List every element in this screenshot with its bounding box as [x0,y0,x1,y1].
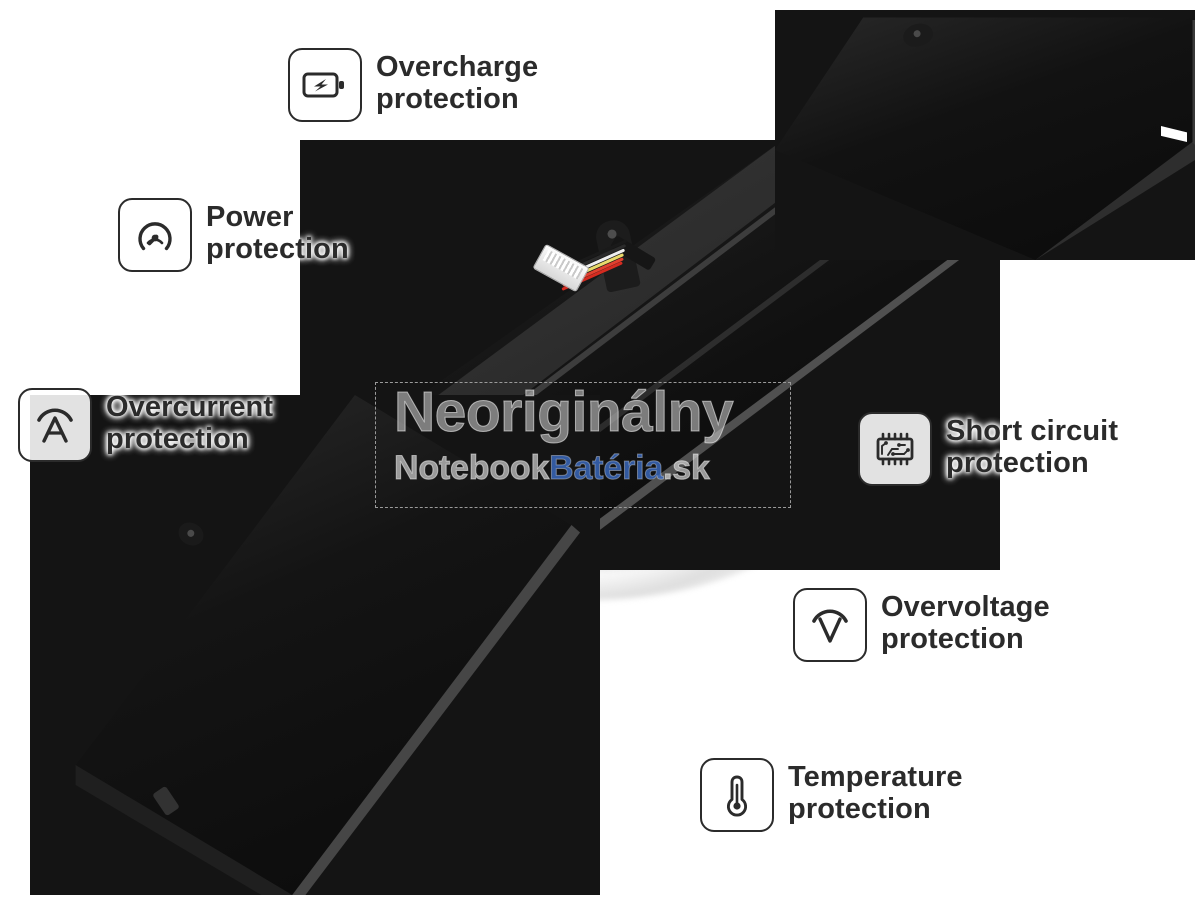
overcharge-icon-box [288,48,362,122]
power-label: Power protection [206,201,349,266]
battery-bottom-sidewall [75,765,296,895]
short-circuit-icon-box [858,412,932,486]
connector-plug [532,243,590,293]
overcharge-label: Overcharge protection [376,51,539,116]
battery-top-face [775,17,1195,260]
connector-wire-red [561,261,623,291]
battery-top-rim [1192,20,1195,145]
overvoltage-icon-box [793,588,867,662]
glow-ring-outer [330,300,850,600]
feature-short-circuit-protection: Short circuit protection [858,412,1118,486]
battery-top-screw-tab [900,20,936,50]
gauge-icon [134,214,176,256]
watermark-line-2: NotebookBatéria.sk [393,449,711,488]
power-icon-box [118,198,192,272]
feature-power-protection: Power protection [118,198,349,272]
temperature-icon-box [700,758,774,832]
battery-top-corner-notch [1161,126,1187,142]
glow-ring-inner [400,345,800,560]
feature-overcharge-protection: Overcharge protection [288,48,538,122]
battery-center-seam-1 [384,161,842,506]
battery-center-cells [300,140,1000,570]
connector-plug-pins [542,249,584,280]
feature-overvoltage-protection: Overvoltage protection [793,588,1050,662]
battery-bottom-screw-tab [174,517,208,551]
glow-hotspot [430,425,640,505]
connector-wire-red-light [562,257,624,287]
connector-bracket [593,217,641,293]
battery-bottom-rim [292,525,581,895]
watermark-line-1: Neoriginálny [393,380,734,445]
battery-center-seam-2 [454,193,915,537]
feature-temperature-protection: Temperature protection [700,758,963,832]
battery-center-sidewall [307,475,531,570]
battery-bottom-cell-pack [30,395,600,895]
battery-center-face [307,140,993,570]
overcurrent-label: Overcurrent protection [106,391,274,456]
connector-bracket-arm [609,235,657,271]
chip-icon [871,429,919,469]
watermark-site-bateria: Batéria [549,449,664,488]
volt-arc-icon [808,604,852,646]
battery-bottom-face [75,395,572,895]
ampere-arc-icon [33,404,77,446]
battery-top-cell-pack [775,10,1195,260]
battery-center-upper-strip [321,140,832,502]
connector-wire-black-outer [570,239,628,267]
short-circuit-label: Short circuit protection [946,415,1119,480]
battery-bolt-icon [302,68,348,102]
glow-ring-middle [360,330,820,580]
thermometer-icon [721,772,753,818]
connector-wire-yellow [564,253,625,282]
temperature-label: Temperature protection [788,761,963,826]
battery-bottom-side-notch [152,785,180,817]
battery-top-edge [1035,140,1195,260]
feature-overcurrent-protection: Overcurrent protection [18,388,273,462]
watermark-site-tld: .sk [663,449,711,488]
overvoltage-label: Overvoltage protection [881,591,1050,656]
watermark-site-notebook: Notebook [393,449,550,488]
connector-wire-black [568,243,627,272]
connector-wire-white [566,248,626,277]
overcurrent-icon-box [18,388,92,462]
watermark: Neoriginálny NotebookBatéria.sk [375,380,791,508]
battery-connector-harness [528,217,708,333]
battery-center-lower-rim [531,226,999,570]
